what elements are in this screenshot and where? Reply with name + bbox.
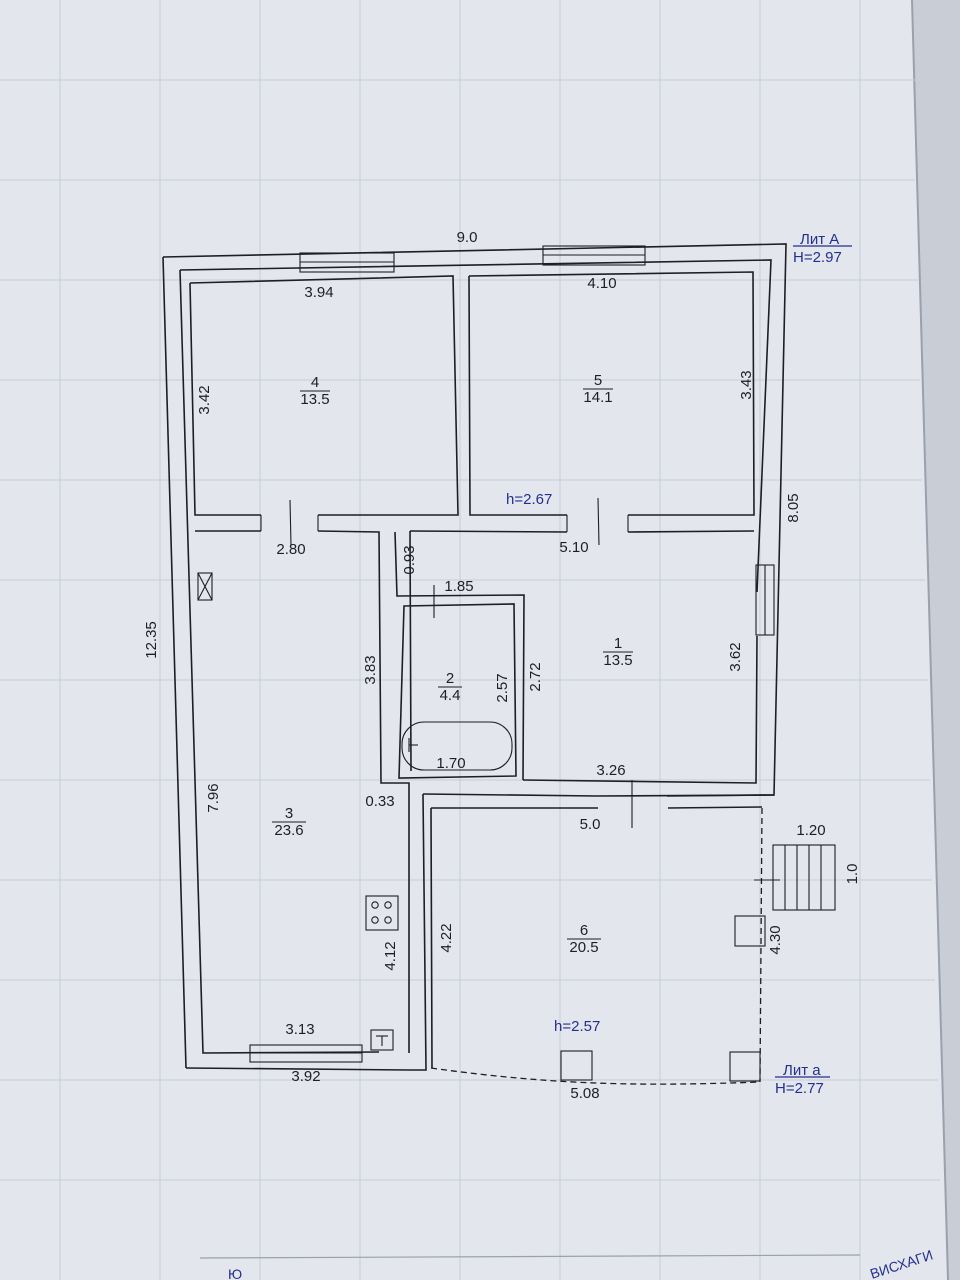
- room-number: 1: [614, 635, 622, 652]
- dim-corridor-height: 0.93: [401, 545, 418, 574]
- dim-room6-right: 4.30: [767, 925, 784, 954]
- dim-bath-top: 1.85: [444, 578, 473, 595]
- pillar-bottom: [560, 1050, 593, 1081]
- dim-wall-thickness: 0.33: [365, 793, 394, 810]
- dim-room4-height: 3.42: [196, 385, 213, 414]
- dim-bottom-right: 5.08: [570, 1085, 599, 1102]
- room-number: 6: [580, 922, 588, 939]
- dim-room3-top: 2.80: [276, 541, 305, 558]
- door-marks: [260, 497, 780, 881]
- dim-room6-left: 4.22: [438, 923, 455, 952]
- dim-room3-right: 4.12: [382, 941, 399, 970]
- dim-bath-right: 2.72: [527, 662, 544, 691]
- room-label-1: 1 13.5: [603, 635, 633, 669]
- window-right: [755, 564, 775, 636]
- outer-walls: [162, 243, 787, 1071]
- dim-room5-height: 3.43: [738, 370, 755, 399]
- window-top-left: [299, 252, 395, 273]
- room-label-5: 5 14.1: [583, 372, 613, 406]
- level-annex-name: Лит а: [783, 1062, 821, 1079]
- footer-text: Ю: [228, 1266, 242, 1280]
- room-area: 13.5: [300, 391, 329, 408]
- dim-bottom-left: 3.92: [291, 1068, 320, 1085]
- pillar-right: [734, 915, 766, 947]
- room-number: 4: [311, 374, 319, 391]
- room-label-6: 6 20.5: [567, 922, 601, 956]
- dim-room1-right: 3.62: [727, 642, 744, 671]
- boiler-icon: [370, 1029, 394, 1051]
- paper-edge: [911, 0, 949, 1280]
- room-area: 4.4: [440, 687, 461, 704]
- dim-right-upper: 8.05: [785, 493, 802, 522]
- room-label-4: 4 13.5: [300, 374, 330, 408]
- dim-room1-top: 5.10: [559, 539, 588, 556]
- room-area: 23.6: [274, 822, 303, 839]
- window-top-right: [542, 245, 646, 266]
- bathtub: [401, 721, 513, 771]
- room-label-2: 2 4.4: [438, 670, 462, 704]
- dim-room4-width: 3.94: [304, 284, 333, 301]
- level-annex-height: H=2.77: [775, 1080, 824, 1097]
- window-bottom: [249, 1044, 363, 1063]
- dim-porch-width: 1.20: [796, 822, 825, 839]
- ceiling-height-main: h=2.67: [506, 491, 552, 508]
- dim-left-total: 12.35: [143, 621, 160, 659]
- room-area: 13.5: [603, 652, 632, 669]
- pillar-corner: [729, 1051, 761, 1082]
- room-number: 5: [594, 372, 602, 389]
- porch-stairs: [772, 844, 836, 911]
- dim-room1-bottom: 3.26: [596, 762, 625, 779]
- room-area: 20.5: [569, 939, 598, 956]
- dim-room5-width: 4.10: [587, 275, 616, 292]
- dim-room3-left: 7.96: [205, 783, 222, 812]
- dim-tub-width: 1.70: [436, 755, 465, 772]
- level-main-height: H=2.97: [793, 249, 842, 266]
- dim-top-total: 9.0: [457, 229, 478, 246]
- ceiling-height-annex: h=2.57: [554, 1018, 600, 1035]
- room-area: 14.1: [583, 389, 612, 406]
- vent-icon: [197, 572, 213, 601]
- room-number: 3: [285, 805, 293, 822]
- dim-bath-left: 3.83: [362, 655, 379, 684]
- interior-walls: [189, 271, 775, 1085]
- room-label-3: 3 23.6: [272, 805, 306, 839]
- room-number: 2: [446, 670, 454, 687]
- dim-room6-top: 5.0: [580, 816, 601, 833]
- dim-bath-inner: 2.57: [494, 673, 511, 702]
- dim-room3-bottom: 3.13: [285, 1021, 314, 1038]
- footer-line: [199, 1254, 861, 1259]
- level-main-name: Лит А: [800, 231, 839, 248]
- stove-icon: [365, 895, 399, 931]
- dim-porch-depth: 1.0: [844, 864, 861, 885]
